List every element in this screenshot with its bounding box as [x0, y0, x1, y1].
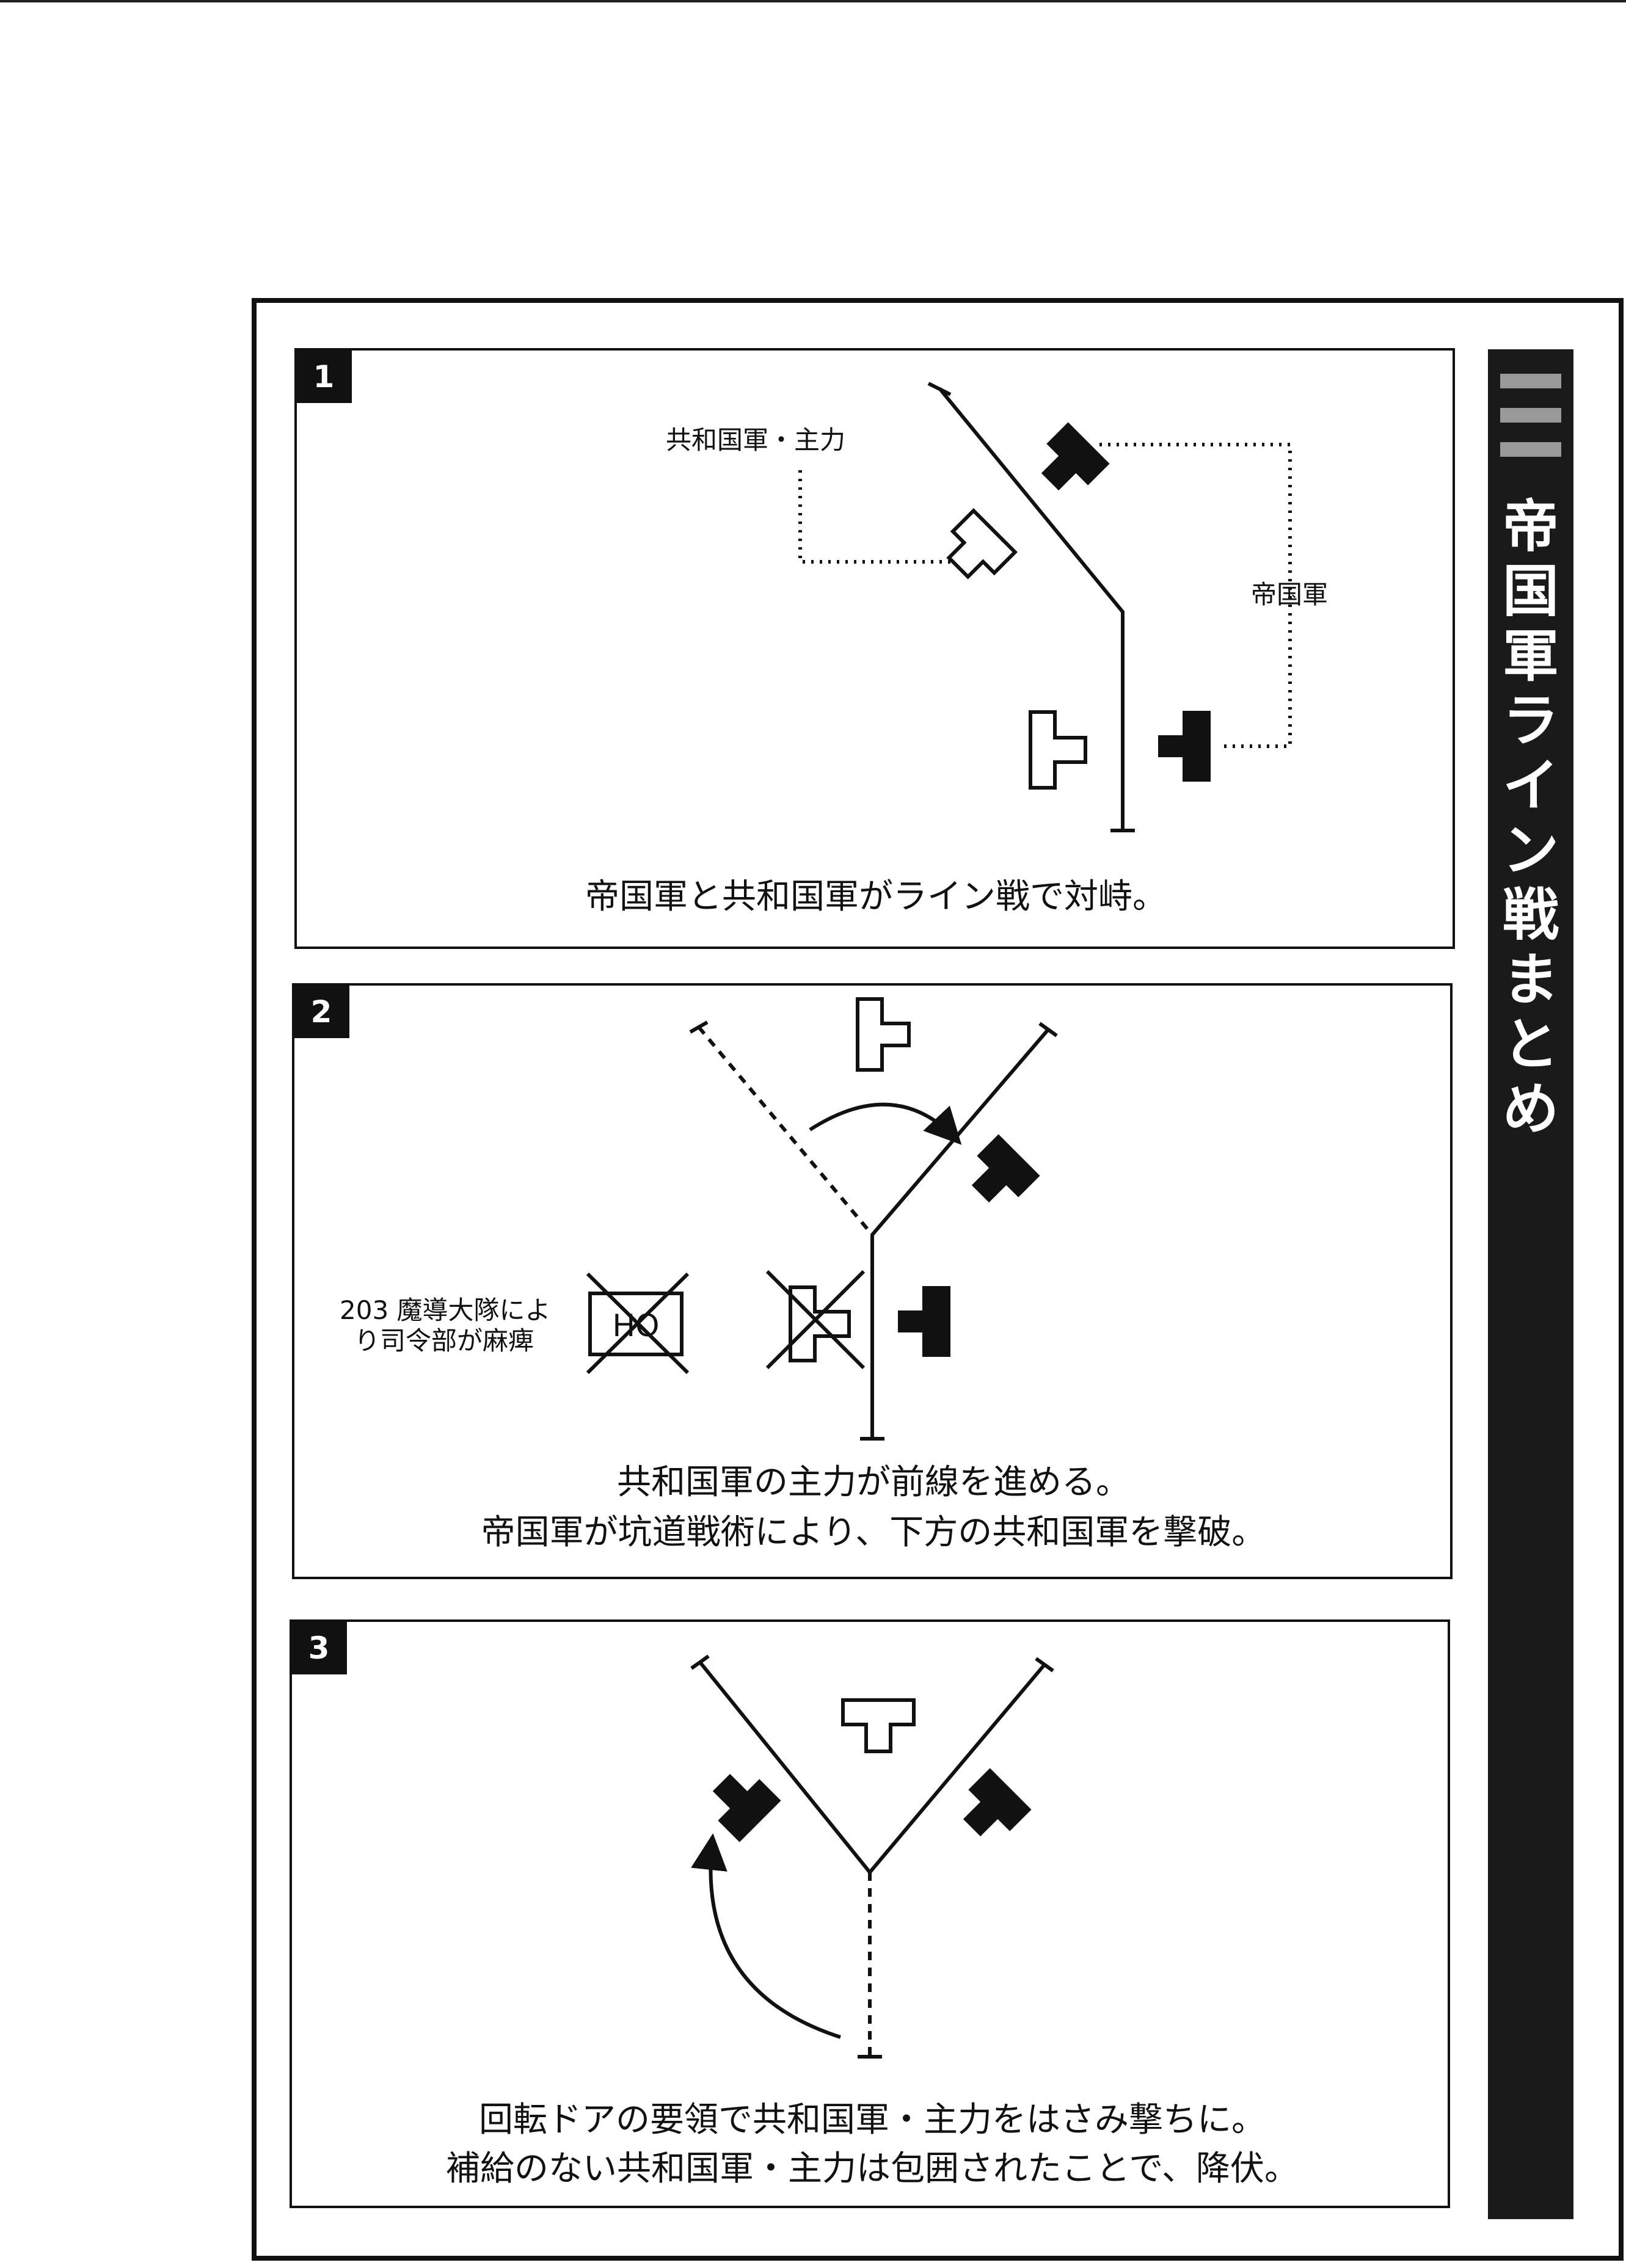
- panel-3-number-box: [291, 1621, 347, 1674]
- panel-1-caption: 帝国軍と共和国軍がライン戦で対峙。: [585, 877, 1167, 917]
- panel-2-advance-arrow: [809, 1102, 962, 1145]
- panel-1-republic-main-unit: [946, 508, 1018, 580]
- panel-1-leader-republic: [798, 470, 953, 564]
- panel-2-number: 2: [311, 994, 332, 1030]
- panel-2: 2 HQ: [292, 983, 1453, 1579]
- panel-2-paralyzed-hq: HQ: [586, 1272, 690, 1375]
- panel-2-republic-main-unit: [856, 997, 911, 1072]
- title-stripe-1: [1500, 374, 1561, 388]
- panel-2-line-endcap-top: [1038, 1022, 1058, 1038]
- page-top-rule: [0, 0, 1626, 2]
- panel-1-leader-empire: [1099, 443, 1292, 748]
- panel-3-empire-right-unit: [963, 1768, 1032, 1837]
- label-hq-note-line1: 203 魔導大隊によ: [340, 1295, 551, 1325]
- panel-3-republic-main-unit: [841, 1698, 916, 1753]
- panel-2-caption-line2: 帝国軍が坑道戦術により、下方の共和国軍を撃破。: [481, 1513, 1266, 1552]
- panel-3-front-line: [698, 1661, 1046, 1875]
- panel-3-caption-line2: 補給のない共和国軍・主力は包囲されたことで、降伏。: [446, 2149, 1299, 2189]
- panel-2-old-line-endcap: [689, 1020, 709, 1034]
- sidebar-title-bar: 帝 国 軍 ラ イ ン 戦 ま と め: [1488, 349, 1573, 2219]
- title-char: 軍: [1503, 623, 1559, 689]
- panel-2-front-line: [870, 1028, 1050, 1439]
- panel-2-number-box: [293, 984, 349, 1038]
- title-char: 戦: [1503, 882, 1559, 948]
- panel-1-number-box: [296, 349, 352, 403]
- panel-1-front-line: [938, 387, 1125, 831]
- panel-1-republic-lower-unit: [1029, 710, 1087, 790]
- title-char: 国: [1503, 559, 1559, 624]
- title-char: め: [1503, 1077, 1559, 1142]
- panel-1: 1 共和国軍・主力 帝国軍 帝国軍と共和国軍がライン戦で対峙。: [294, 348, 1455, 949]
- panel-3: 3 回転ドアの要領で共和国軍・主力をはさみ撃ちに。 補給のない共和国軍・主力は包…: [290, 1619, 1450, 2208]
- title-char: と: [1503, 1012, 1559, 1077]
- panel-3-number: 3: [308, 1630, 330, 1666]
- title-char: 帝: [1503, 494, 1559, 559]
- label-republic-main: 共和国軍・主力: [666, 425, 845, 455]
- title-char: ま: [1503, 947, 1559, 1012]
- title-char: ラ: [1503, 688, 1559, 754]
- panel-3-frame: [290, 1619, 1450, 2208]
- panel-2-caption-line1: 共和国軍の主力が前線を進める。: [617, 1463, 1130, 1502]
- panel-1-empire-upper-unit: [1041, 422, 1110, 491]
- title-bar-background: [1488, 349, 1573, 2219]
- title-stripe-2: [1500, 408, 1561, 423]
- panel-3-line-endcap-right: [1035, 1657, 1054, 1673]
- panel-3-empire-left-unit: [712, 1773, 781, 1842]
- label-empire: 帝国軍: [1251, 580, 1328, 609]
- outer-frame: [252, 298, 1624, 2261]
- panel-1-empire-lower-unit: [1158, 711, 1211, 782]
- label-hq-note-line2: り司令部が麻痺: [354, 1326, 534, 1356]
- panel-2-empire-upper-unit: [971, 1134, 1040, 1203]
- title-char: イ: [1503, 753, 1559, 818]
- title-stripe-3: [1500, 442, 1561, 457]
- panel-3-line-endcap-left: [690, 1654, 710, 1670]
- panel-1-number: 1: [313, 359, 335, 394]
- panel-1-line-endcap-top: [927, 382, 952, 396]
- panel-2-frame: [292, 983, 1453, 1579]
- panel-3-caption-line1: 回転ドアの要領で共和国軍・主力をはさみ撃ちに。: [479, 2100, 1266, 2140]
- panel-2-destroyed-republic-unit: [765, 1270, 866, 1370]
- panel-2-empire-lower-unit: [898, 1286, 950, 1357]
- panel-1-frame: [294, 348, 1455, 949]
- title-char: ン: [1503, 818, 1559, 883]
- panel-3-flank-arrow: [691, 1833, 841, 2039]
- hq-cross-2: [586, 1272, 690, 1375]
- panel-2-old-line: [697, 1026, 874, 1236]
